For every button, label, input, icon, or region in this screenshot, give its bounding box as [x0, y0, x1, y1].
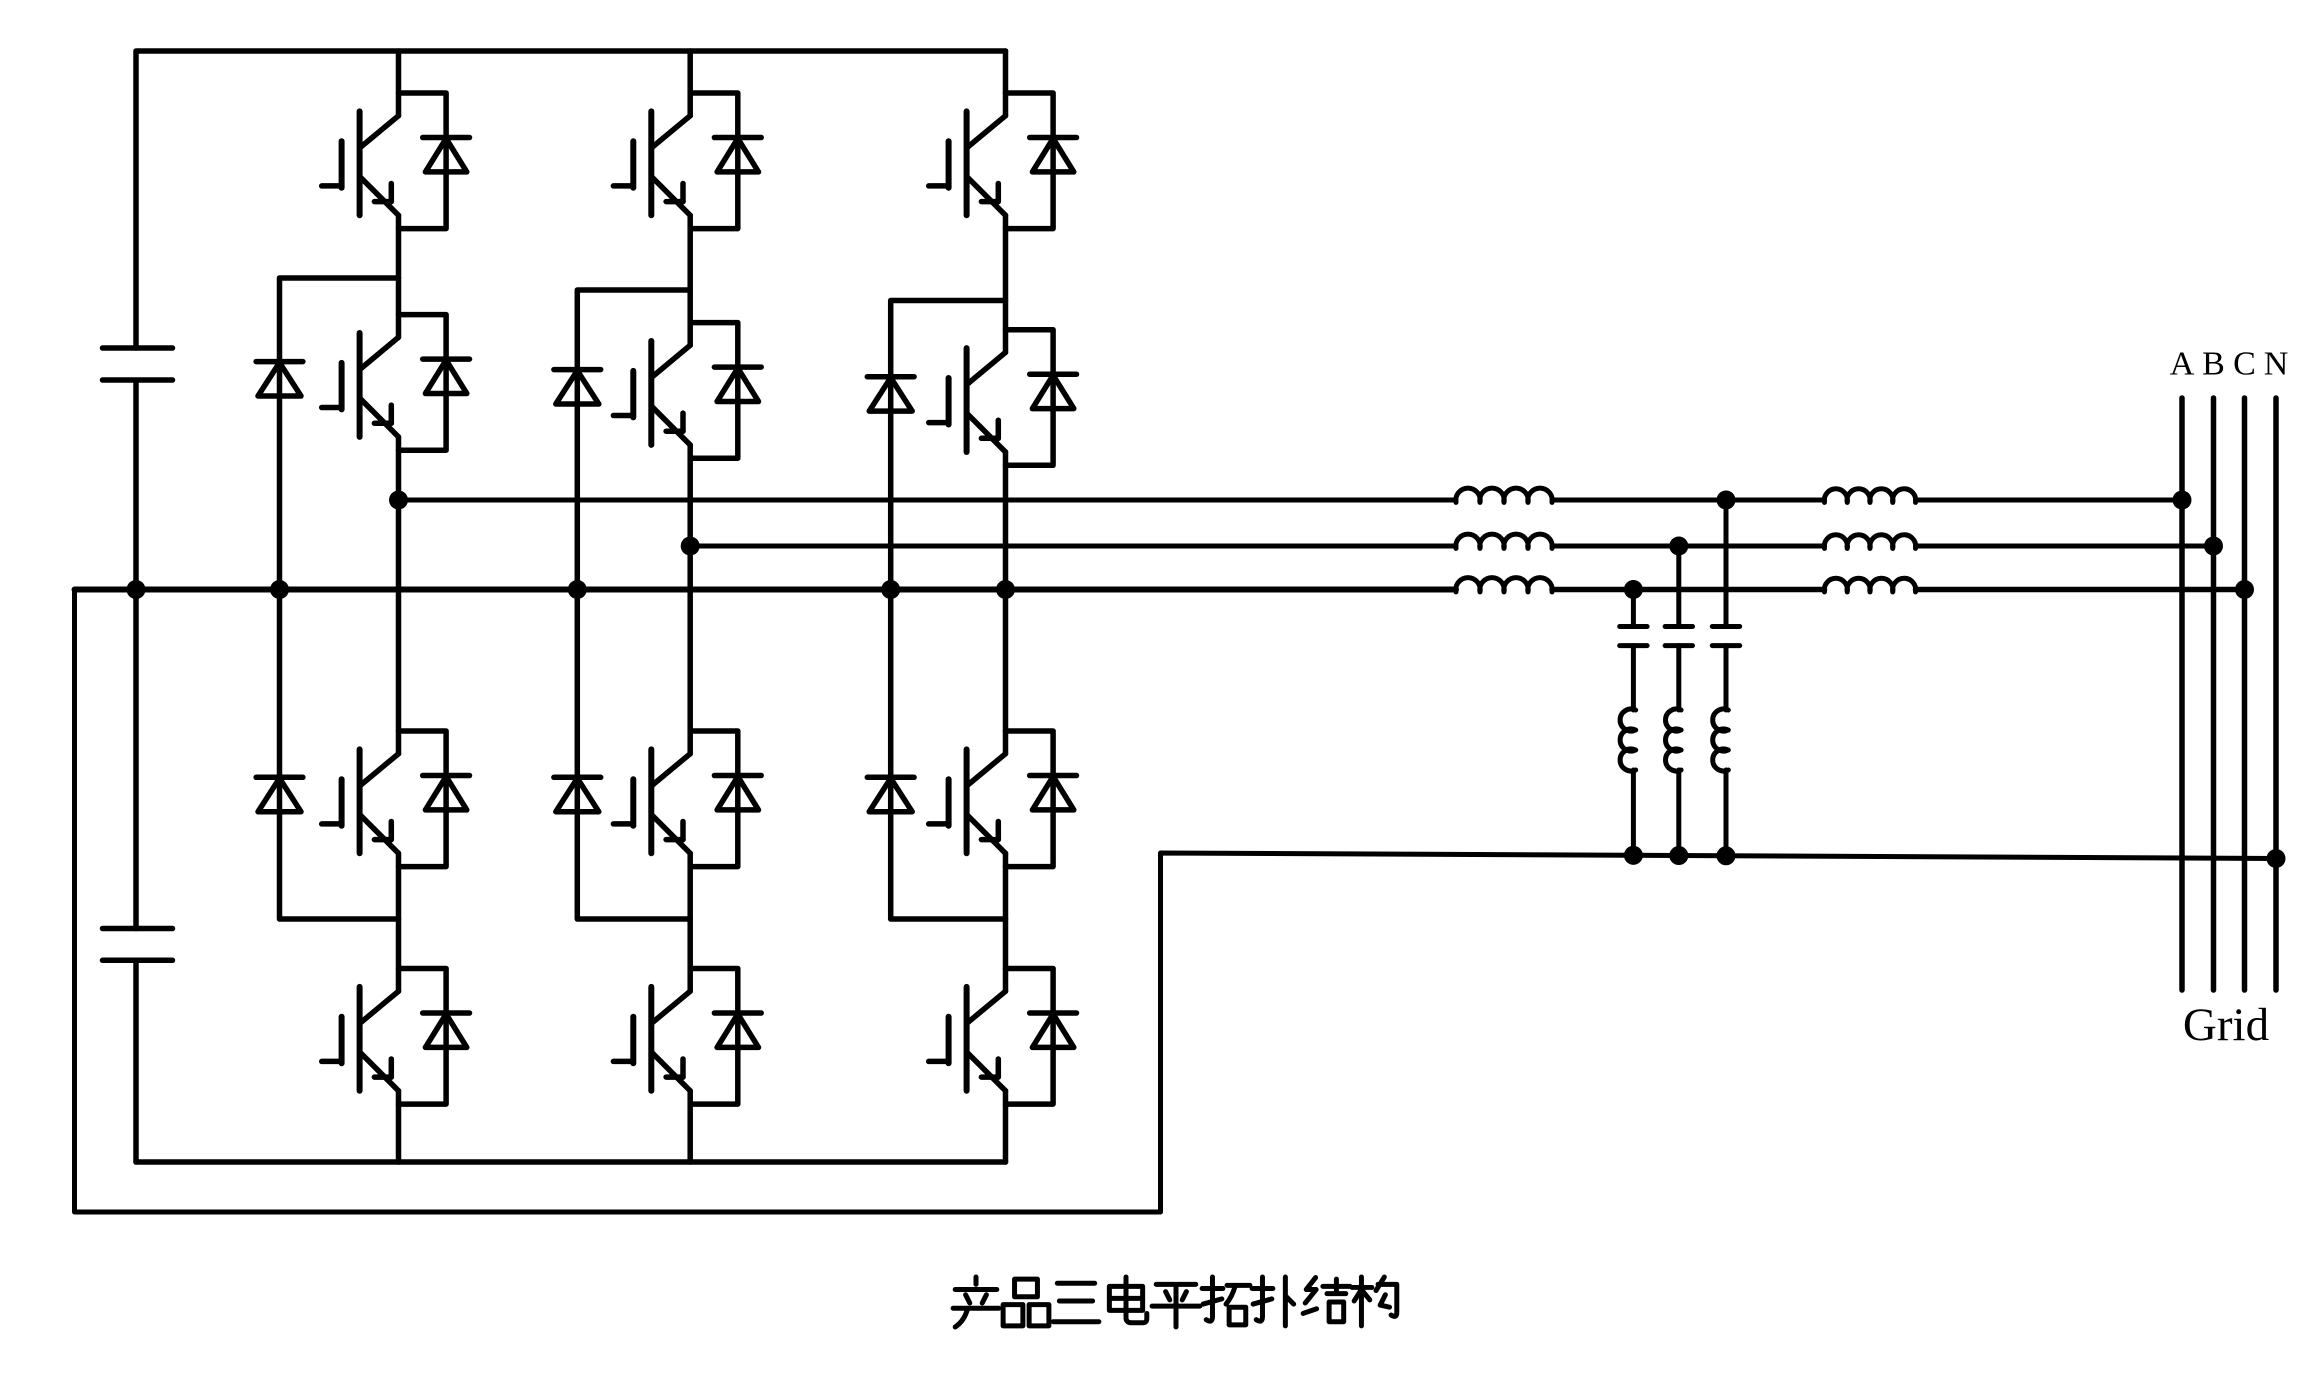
svg-text:N: N	[2264, 346, 2289, 383]
svg-text:Grid: Grid	[2183, 999, 2269, 1051]
svg-text:A: A	[2170, 346, 2195, 383]
svg-text:C: C	[2233, 346, 2256, 383]
svg-text:B: B	[2202, 346, 2225, 383]
